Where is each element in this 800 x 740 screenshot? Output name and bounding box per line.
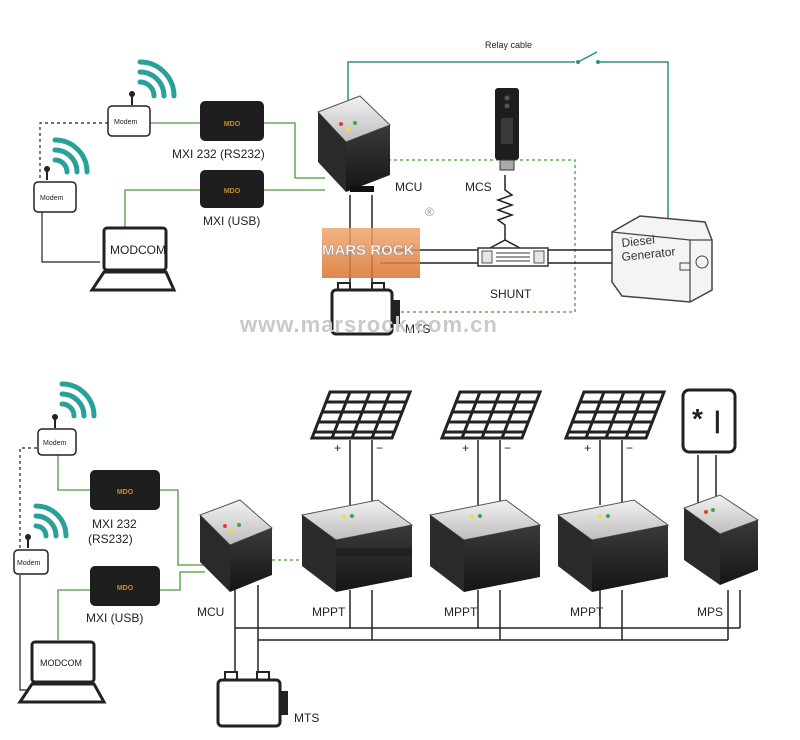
mps-device: MPS [682,494,760,619]
svg-text:MARS ROCK: MARS ROCK [322,242,415,259]
mxi-usb-label: MXI (USB) [86,611,143,625]
modcom-laptop-icon: MODCOM [89,226,177,292]
modem-device: Modem [33,137,90,213]
generator-label-line2: Generator [621,244,676,264]
can-bus-dotted [388,159,576,313]
wifi-icon [137,59,177,99]
modem-label: Modem [17,560,41,567]
solar-panel-icon: + − [439,390,543,455]
watermark-url: www.marsrock.com.cn [239,312,498,337]
mcu-device: MCU [197,499,273,619]
shunt-device: SHUNT [477,247,549,301]
modcom-label: MODCOM [110,243,166,257]
svg-text:|: | [714,407,721,434]
mxi-232-device: MDO MXI 232 (RS232) [172,101,265,161]
top-diagram: Relay cable [33,40,713,337]
brand-logo: MDO [117,489,134,496]
diesel-generator-icon: Diesel Generator [611,215,713,303]
pv-wires [349,440,717,505]
modcom-laptop-icon: MODCOM [17,640,107,704]
watermark-logo: MARS ROCK ® [322,205,434,278]
mppt-label: MPPT [312,605,346,619]
mxi-232-label: MXI 232 [92,517,137,531]
mps-label: MPS [697,605,723,619]
modem-label: Modem [43,440,67,447]
modem-label: Modem [114,119,138,126]
mcu-label: MCU [197,605,224,619]
mcs-device: MCS [465,88,519,194]
modem-label: Modem [40,195,64,202]
mxi-232-device: MDO MXI 232 (RS232) [88,470,160,546]
mxi-usb-label: MXI (USB) [203,214,260,228]
registered-mark: ® [425,205,434,219]
mts-battery-icon: MTS [216,671,319,728]
generator-label-line1: Diesel [621,233,656,250]
plus-label: + [334,441,341,455]
mts-label: MTS [405,322,430,336]
plus-label: + [462,441,469,455]
solar-panel-icon: + − [563,390,667,455]
wifi-icon [59,381,97,419]
mppt-device: MPPT [300,499,414,619]
mxi-232-sublabel: (RS232) [88,532,133,546]
shunt-label: SHUNT [490,287,532,301]
svg-text:*: * [692,403,703,434]
mppt-label: MPPT [444,605,478,619]
mcu-device: MCU [317,95,422,194]
modcom-label: MODCOM [40,658,82,668]
mcu-label: MCU [395,180,422,194]
mcs-label: MCS [465,180,492,194]
mxi-232-label: MXI 232 (RS232) [172,147,265,161]
mppt-device: MPPT [556,499,670,619]
relay-cable [347,61,575,118]
brand-logo: MDO [117,585,134,592]
bottom-diagram: Modem Modem MDO MXI 232 (RS232) MDO MXI … [13,381,760,728]
minus-label: − [504,441,511,455]
mxi-usb-device: MDO MXI (USB) [200,170,264,228]
mxi-usb-device: MDO MXI (USB) [86,566,160,625]
modem-device: Modem [107,59,177,137]
minus-label: − [626,441,633,455]
brand-logo: MDO [224,188,241,195]
plus-label: + [584,441,591,455]
wifi-icon [52,137,90,175]
solar-panel-icon: + − [309,390,413,455]
modem-device: Modem [13,503,69,575]
mppt-device: MPPT [428,499,542,619]
minus-label: − [376,441,383,455]
mppt-label: MPPT [570,605,604,619]
brand-logo: MDO [224,121,241,128]
mts-battery-icon: MTS [330,282,430,336]
relay-cable-label: Relay cable [485,40,532,50]
dc-bus [234,585,741,680]
relay-switch-icon [576,51,600,64]
modem-device: Modem [37,381,97,456]
mts-label: MTS [294,711,319,725]
power-source-symbol-icon: * | [681,388,737,454]
wifi-icon [33,503,69,539]
